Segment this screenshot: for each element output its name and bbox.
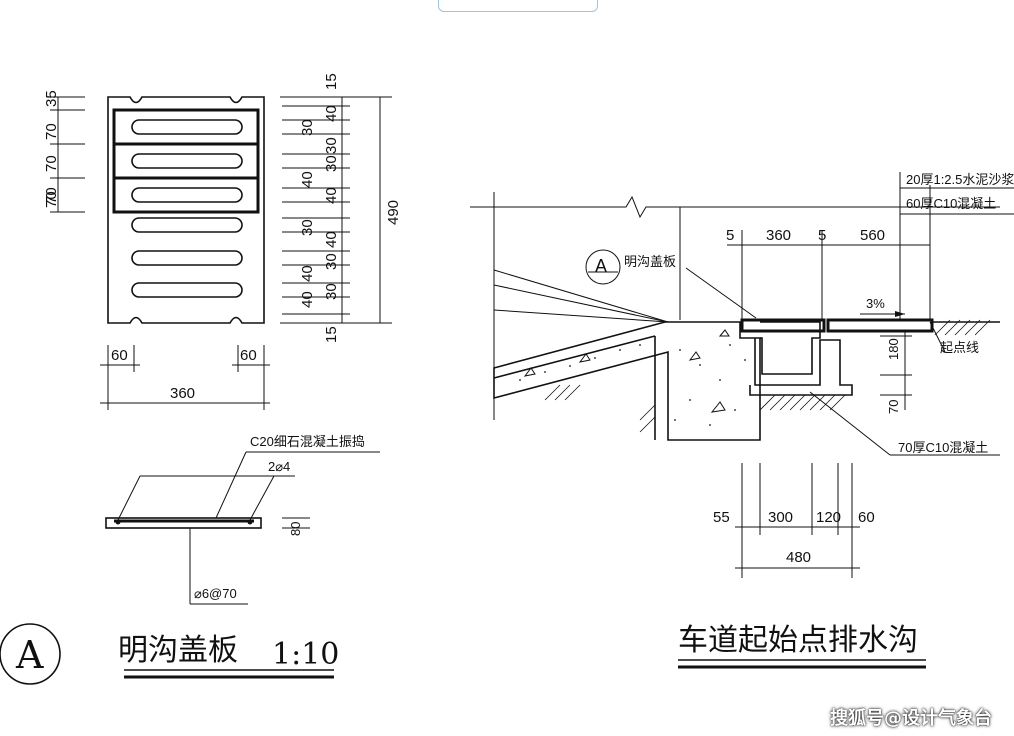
start-line-label: 起点线	[940, 340, 979, 355]
top-dim-4: 560	[860, 227, 885, 244]
right-dim-10: 30	[323, 253, 340, 270]
bottom-dim-3: 120	[816, 509, 841, 526]
right-dim-7: 40	[323, 187, 340, 204]
top-toolbar-button[interactable]	[438, 0, 598, 12]
bottom-dim-right: 60	[240, 347, 257, 364]
section-thickness: 80	[288, 522, 303, 536]
right-title-block: 车道起始点排水沟	[678, 623, 926, 669]
layer-note-1: 20厚1:2.5水泥沙浆	[906, 172, 1014, 187]
right-dim-14: 15	[323, 326, 340, 343]
base-note: 70厚C10混凝土	[898, 440, 988, 455]
right-dim-8: 30	[299, 219, 316, 236]
left-dim-5: 70	[43, 187, 60, 204]
right-dim-3: 30	[299, 119, 316, 136]
cover-right-dimension: 15 40 30 30 40 30 40 30 40 30 40 30 40 1…	[280, 73, 402, 343]
left-dim-4: 70	[43, 155, 60, 172]
cover-plate-plan	[107, 96, 265, 324]
right-dim-9: 40	[323, 231, 340, 248]
right-dim-13: 40	[299, 291, 316, 308]
cover-bottom-dimension: 60 60 360	[100, 345, 270, 410]
callout-letter: A	[595, 256, 607, 276]
callout-label: 明沟盖板	[624, 254, 676, 269]
total-height-dim: 490	[385, 200, 402, 225]
concrete-note: C20细石混凝土振捣	[250, 434, 365, 449]
left-scale: 1:10	[272, 637, 339, 672]
cover-plate-section: C20细石混凝土振捣 2⌀4 ⌀6@70 80	[105, 434, 380, 605]
top-dim-1: 5	[726, 227, 734, 244]
left-dim-3: 70	[43, 123, 60, 140]
depth-dim-2: 70	[886, 400, 901, 414]
left-title-block: A 明沟盖板 1:10	[0, 623, 339, 685]
rebar-dist-label: ⌀6@70	[194, 586, 237, 601]
left-title: 明沟盖板	[118, 633, 238, 668]
left-dim-2: 35	[43, 90, 60, 107]
rebar-main-label: 2⌀4	[268, 459, 290, 474]
slope-label: 3%	[866, 296, 885, 311]
bottom-dim-2: 300	[768, 509, 793, 526]
depth-dim-1: 180	[886, 338, 901, 360]
right-dim-6: 30	[323, 155, 340, 172]
title-letter: A	[15, 633, 44, 677]
cover-left-dimension: 70 35 70 70 70	[43, 90, 85, 213]
right-dim-12: 30	[323, 283, 340, 300]
bottom-total-dim: 480	[786, 549, 811, 566]
total-width-dim: 360	[170, 385, 195, 402]
top-dim-3: 5	[818, 227, 826, 244]
left-dim-1: 70	[43, 191, 60, 208]
right-dim-1: 15	[323, 73, 340, 90]
bottom-dim-4: 60	[858, 509, 875, 526]
trench-section: 20厚1:2.5水泥沙浆 60厚C10混凝土 5 360 5 560 A 明沟盖…	[470, 172, 1014, 578]
right-dim-11: 40	[299, 265, 316, 282]
top-dim-2: 360	[766, 227, 791, 244]
bottom-dim-1: 55	[713, 509, 730, 526]
right-dim-2: 40	[323, 105, 340, 122]
watermark: 搜狐号@设计气象台	[830, 708, 992, 729]
right-title: 车道起始点排水沟	[678, 623, 918, 658]
right-dim-5: 40	[299, 171, 316, 188]
layer-note-2: 60厚C10混凝土	[906, 196, 996, 211]
bottom-dim-left: 60	[111, 347, 128, 364]
right-dim-4: 30	[323, 137, 340, 154]
